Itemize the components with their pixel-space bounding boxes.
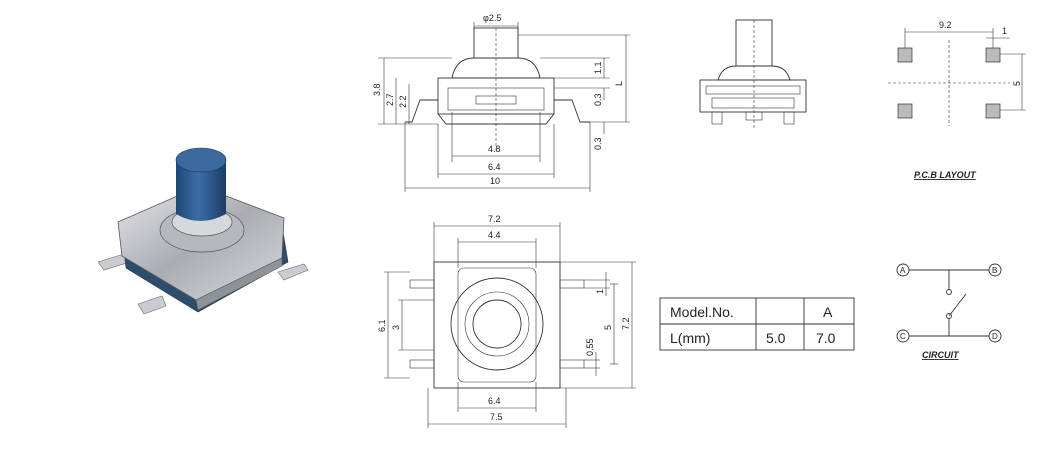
plan-dim-0-55: 0.55 [585,338,595,356]
table-header-a: A [823,304,833,320]
plan-dim-5: 5 [603,325,613,330]
table-header-model-no: Model.No. [670,304,734,320]
plan-dim-7-5: 7.5 [490,412,503,422]
plan-dim-6-4: 6.4 [488,396,501,406]
dim-4-8: 4.8 [488,144,501,154]
pin-d: D [992,332,998,341]
dim-10: 10 [490,176,500,186]
plan-dim-1: 1 [595,289,605,294]
table-cell-l-mm: L(mm) [670,330,710,346]
plan-view-drawing: 7.2 4.4 6.1 3 1 5 7.2 0.55 6.4 [377,214,636,428]
spec-table: Model.No. A L(mm) 5.0 7.0 [659,297,855,351]
dim-6-4-top: 6.4 [488,162,501,172]
dim-L: L [614,81,624,86]
plan-dim-4-4: 4.4 [488,230,501,240]
switch-photo [97,147,309,315]
pin-a: A [900,266,906,275]
plan-dim-7-2-right: 7.2 [621,317,631,330]
dim-0-3-top: 0.3 [593,93,603,106]
dim-3-8: 3.8 [372,83,382,96]
circuit-diagram: A B C D CIRCUIT [896,263,1002,360]
side-view-drawing: φ2.5 3.8 2.7 2.2 1.1 0.3 0.3 L 4.8 6.4 1… [372,13,630,192]
pin-b: B [992,266,997,275]
pin-c: C [900,332,906,341]
front-view-drawing [699,19,807,130]
dim-stem-diameter: φ2.5 [483,13,501,23]
circuit-label: CIRCUIT [922,350,960,360]
dim-2-2: 2.2 [398,95,408,108]
dim-1-1: 1.1 [593,61,603,74]
pcb-dim-1: 1 [1002,26,1007,36]
table-cell-7-0: 7.0 [816,330,836,346]
table-cell-5-0: 5.0 [766,330,786,346]
dim-2-7: 2.7 [385,93,395,106]
dim-0-3-bottom: 0.3 [593,137,603,150]
pcb-layout-label: P.C.B LAYOUT [914,170,977,180]
pcb-dim-5: 5 [1012,81,1022,86]
plan-dim-6-1: 6.1 [377,319,387,332]
pcb-layout-drawing: 9.2 1 5 P.C.B LAYOUT [888,20,1026,180]
plan-dim-3: 3 [391,325,401,330]
pcb-dim-9-2: 9.2 [939,20,952,30]
plan-dim-7-2-top: 7.2 [488,214,501,224]
